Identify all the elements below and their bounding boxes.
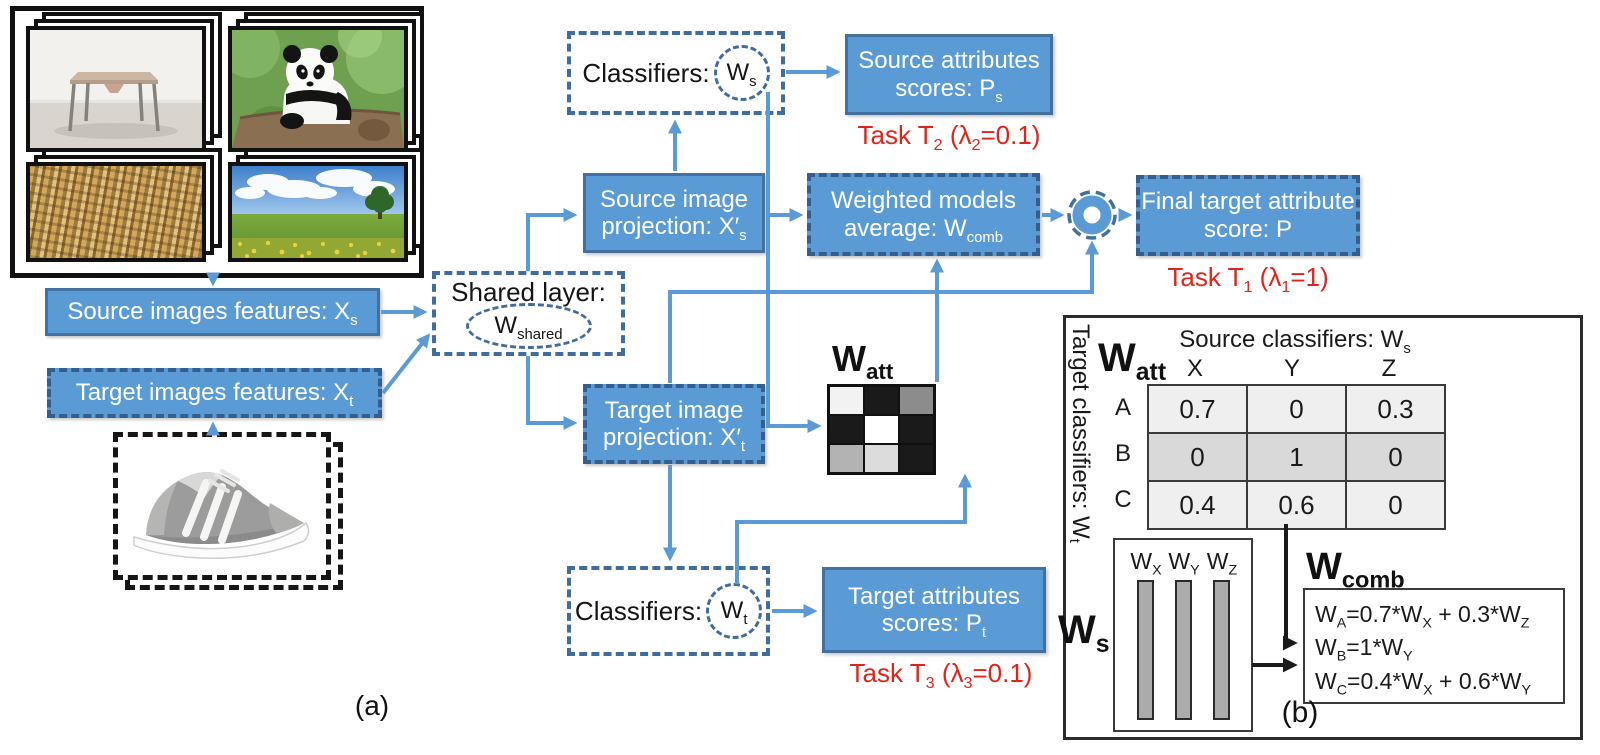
wcomb-label: Wcomb (1306, 546, 1405, 593)
panel-b-caption: (b) (1281, 696, 1319, 729)
classifier-bar-wy (1175, 580, 1192, 720)
task-t2-label: Task T2 (λ2=0.1) (857, 120, 1041, 155)
arrow-shared-to-target-projection (526, 356, 578, 430)
watt-cell (865, 445, 898, 472)
bar-label-wx: WX (1130, 548, 1162, 579)
task-t3-label: Task T3 (λ3=0.1) (849, 658, 1033, 693)
weighted-models-box: Weighted models average: Wcomb (807, 173, 1040, 256)
source-classifiers-header: Source classifiers: Ws (1179, 326, 1411, 357)
column-label-y: Y (1283, 355, 1300, 382)
watt-cell (830, 445, 863, 472)
target-projection-label: Target image projection: X′t (602, 396, 746, 455)
shared-layer-w: Wshared (494, 311, 563, 343)
equation-line: WA=0.7*WX + 0.3*WZ (1315, 601, 1530, 632)
table-row: 0.7 0 0.3 (1147, 384, 1446, 434)
panel-a-caption: (a) (354, 690, 390, 721)
watt-matrix (827, 384, 936, 475)
column-label-z: Z (1381, 355, 1397, 382)
table-cell: 0.6 (1246, 480, 1347, 530)
shared-layer-box: Shared layer: Wshared (432, 271, 625, 356)
watt-cell (865, 387, 898, 414)
wt-symbol: Wt (720, 597, 748, 628)
row-label-b: B (1114, 440, 1131, 467)
row-label-c: C (1114, 486, 1132, 513)
final-score-label: Final target attribute score: P (1141, 188, 1355, 243)
row-label-a: A (1114, 394, 1131, 421)
arrow-shared-to-source-projection (526, 208, 578, 271)
equation-line: WB=1*WY (1315, 634, 1413, 665)
weighted-models-label: Weighted models average: Wcomb (831, 187, 1016, 246)
table-row: 0 1 0 (1147, 432, 1446, 482)
table-cell: 0 (1147, 432, 1248, 482)
source-scores-box: Source attributes scores: Ps (845, 34, 1053, 115)
watt-cell (830, 416, 863, 443)
target-features-box: Target images features: Xt (47, 368, 382, 418)
ws-symbol: Ws (726, 59, 757, 90)
ws-bars-box: WX WY WZ (1113, 538, 1253, 732)
classifier-bar-wz (1213, 580, 1230, 720)
arrow-ws-to-watt (766, 92, 822, 433)
table-cell: 1 (1246, 432, 1347, 482)
watt-cell (900, 445, 933, 472)
table-cell: 0.3 (1345, 384, 1446, 434)
equation-line: WC=0.4*WX + 0.6*WY (1315, 667, 1531, 699)
sneaker-photo (113, 432, 331, 580)
target-scores-box: Target attributes scores: Pt (822, 567, 1046, 653)
panda-photo (228, 26, 408, 152)
watt-table-label: Watt (1098, 336, 1167, 386)
source-projection-box: Source image projection: X′s (583, 173, 765, 253)
wt-circle: Wt (706, 583, 763, 639)
arrow-target-features-to-shared (381, 333, 431, 395)
bar-label-wy: WY (1168, 548, 1200, 579)
watt-cell (865, 416, 898, 443)
watt-cell (830, 387, 863, 414)
task-t1-label: Task T1 (λ1=1) (1167, 262, 1329, 297)
wcomb-equations-box: WA=0.7*WX + 0.3*WZ WB=1*WY WC=0.4*WX + 0… (1303, 588, 1565, 704)
ws-bars-label: Ws (1058, 608, 1110, 658)
meadow-photo (228, 162, 408, 262)
table-cell: 0 (1345, 432, 1446, 482)
classifiers-ws-label: Classifiers: (582, 57, 710, 88)
shared-layer-title: Shared layer: (451, 276, 606, 307)
classifiers-wt-label: Classifiers: (574, 595, 703, 626)
table-cell: 0 (1246, 384, 1347, 434)
table-cell: 0.4 (1147, 480, 1248, 530)
arrow-target-projection-to-operator (668, 240, 1099, 383)
classifiers-ws-box: Classifiers: Ws (567, 31, 785, 115)
target-projection-box: Target image projection: X′t (583, 384, 765, 464)
watt-cell (900, 387, 933, 414)
source-features-box: Source images features: Xs (45, 288, 380, 336)
classifier-bar-wx (1137, 580, 1154, 720)
target-features-label: Target images features: Xt (75, 379, 354, 411)
watt-cell (900, 416, 933, 443)
bar-label-wz: WZ (1206, 548, 1238, 579)
watt-matrix-label: Watt (832, 338, 894, 385)
combine-operator-icon (1067, 190, 1117, 240)
watt-weights-table: 0.7 0 0.3 0 1 0 0.4 0.6 0 (1147, 384, 1446, 530)
table-photo (26, 26, 206, 152)
source-scores-label: Source attributes scores: Ps (858, 47, 1040, 106)
table-cell: 0 (1345, 480, 1446, 530)
shared-layer-ellipse: Wshared (465, 302, 592, 349)
arrow-wt-to-watt (735, 473, 972, 584)
table-cell: 0.7 (1147, 384, 1248, 434)
source-features-label: Source images features: Xs (67, 298, 358, 330)
ws-circle: Ws (713, 45, 770, 101)
arrow-table-to-wcomb (1282, 524, 1298, 651)
target-scores-label: Target attributes scores: Pt (847, 582, 1021, 641)
target-classifiers-side-label: Target classifiers: Wt (1066, 324, 1094, 543)
final-score-box: Final target attribute score: P (1136, 175, 1360, 256)
classifiers-wt-box: Classifiers: Wt (567, 566, 770, 656)
source-projection-label: Source image projection: X′s (599, 185, 749, 244)
wheat-photo (26, 162, 206, 262)
column-label-x: X (1186, 355, 1203, 382)
table-row: 0.4 0.6 0 (1147, 480, 1446, 530)
